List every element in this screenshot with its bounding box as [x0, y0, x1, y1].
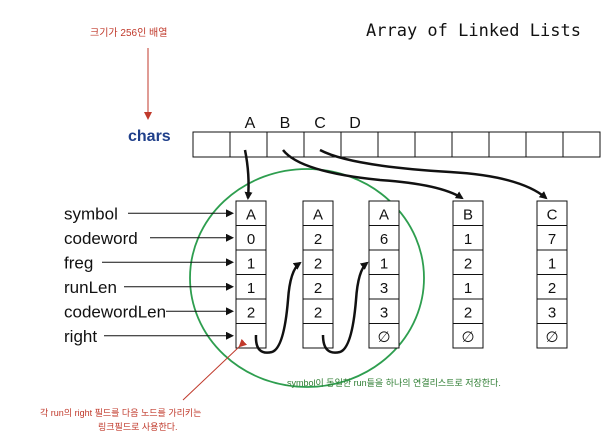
array-cell: [229, 131, 268, 158]
node-field-cell: [536, 298, 568, 324]
field-labels: symbol codeword freg runLen codewordLen right: [64, 204, 234, 346]
field-label: codewordLen: [64, 302, 166, 321]
link-arrow-1-2: [254, 261, 302, 354]
node-field-cell: [452, 200, 484, 226]
array-index-label: C: [314, 115, 326, 132]
node-field-value: 3: [380, 304, 388, 321]
array-index-label: D: [349, 115, 361, 132]
diagram-title: Array of Linked Lists: [366, 21, 581, 41]
node-field-value: 2: [314, 280, 322, 297]
same-symbol-note: symbol이 동일한 run들을 하나의 연결리스트로 저장한다.: [287, 378, 501, 388]
array-size-note: 크기가 256인 배열: [90, 27, 167, 39]
field-label: right: [64, 327, 97, 346]
pointer-arrow-c: [319, 148, 548, 200]
array-cell: [303, 131, 342, 158]
array-cell: [414, 131, 453, 158]
node-field-value: 1: [464, 280, 472, 297]
node-columns: A 0 1 1 2 A 2 2 2 2 A 6 1 3 3 ∅ B 1 2 1 2 ∅ C 7 1 2 3 ∅: [235, 200, 568, 349]
array-cell: [377, 131, 416, 158]
array-cell: [340, 131, 379, 158]
field-label: runLen: [64, 278, 117, 297]
link-arrow-2-3: [321, 261, 369, 354]
pointer-arrow-b: [282, 149, 464, 200]
node-field-value: 2: [464, 304, 472, 321]
node-field-value: 2: [548, 280, 556, 297]
field-label: freg: [64, 253, 93, 272]
array-cell: [525, 131, 564, 158]
array-cell: [192, 131, 231, 158]
node-column: A 6 1 3 3 ∅: [368, 200, 400, 349]
array-cell: [562, 131, 601, 158]
array-index-label: A: [245, 115, 256, 132]
node-field-value: A: [246, 206, 256, 223]
array-cell: [488, 131, 527, 158]
node-field-value: 1: [464, 231, 472, 248]
node-field-cell: [452, 274, 484, 300]
node-field-cell: [452, 298, 484, 324]
node-field-value: 1: [380, 255, 388, 272]
node-field-value: 3: [548, 304, 556, 321]
node-field-cell: [235, 274, 267, 300]
node-field-cell: [302, 225, 334, 251]
node-field-cell: [536, 200, 568, 226]
node-field-value: 2: [314, 304, 322, 321]
node-field-cell: [536, 323, 568, 349]
node-field-cell: [452, 249, 484, 275]
node-field-value: A: [313, 206, 323, 223]
chars-array: [192, 131, 601, 158]
chars-array-indices: A B C D: [245, 115, 361, 132]
link-field-note-line2: 링크필드로 사용한다.: [98, 421, 178, 432]
node-field-cell: [452, 323, 484, 349]
node-field-cell: [368, 200, 400, 226]
node-field-cell: [368, 225, 400, 251]
node-field-cell: [235, 323, 267, 349]
node-field-value: 2: [314, 255, 322, 272]
node-column: C 7 1 2 3 ∅: [536, 200, 568, 349]
node-field-value: 6: [380, 231, 388, 248]
node-field-value: ∅: [545, 329, 558, 346]
node-field-value: B: [463, 206, 473, 223]
node-field-cell: [368, 298, 400, 324]
field-label: codeword: [64, 229, 138, 248]
node-field-cell: [368, 249, 400, 275]
node-column: A 0 1 1 2: [235, 200, 267, 349]
node-field-cell: [302, 249, 334, 275]
node-field-value: 1: [247, 255, 255, 272]
node-field-value: 2: [247, 304, 255, 321]
node-field-cell: [302, 323, 334, 349]
node-field-cell: [302, 200, 334, 226]
node-field-value: 1: [247, 280, 255, 297]
pointer-arrow-a: [243, 149, 253, 200]
node-column: B 1 2 1 2 ∅: [452, 200, 484, 349]
node-field-value: 1: [548, 255, 556, 272]
node-field-value: 2: [314, 231, 322, 248]
node-field-value: ∅: [377, 329, 390, 346]
array-cell: [451, 131, 490, 158]
node-field-value: 7: [548, 231, 556, 248]
node-field-value: A: [379, 206, 389, 223]
link-field-arrow: [182, 338, 248, 401]
node-field-cell: [235, 225, 267, 251]
link-field-note-line1: 각 run의 right 필드를 다음 노드를 가리키는: [40, 407, 201, 418]
node-field-value: 2: [464, 255, 472, 272]
field-label: symbol: [64, 204, 118, 223]
node-field-value: C: [547, 206, 558, 223]
same-symbol-circle: [189, 168, 425, 388]
array-index-label: B: [280, 115, 291, 132]
node-field-value: ∅: [461, 329, 474, 346]
node-field-cell: [235, 298, 267, 324]
node-field-cell: [368, 323, 400, 349]
node-field-value: 0: [247, 231, 255, 248]
node-field-cell: [368, 274, 400, 300]
node-column: A 2 2 2 2: [302, 200, 334, 349]
chars-label: chars: [128, 128, 171, 145]
node-field-value: 3: [380, 280, 388, 297]
